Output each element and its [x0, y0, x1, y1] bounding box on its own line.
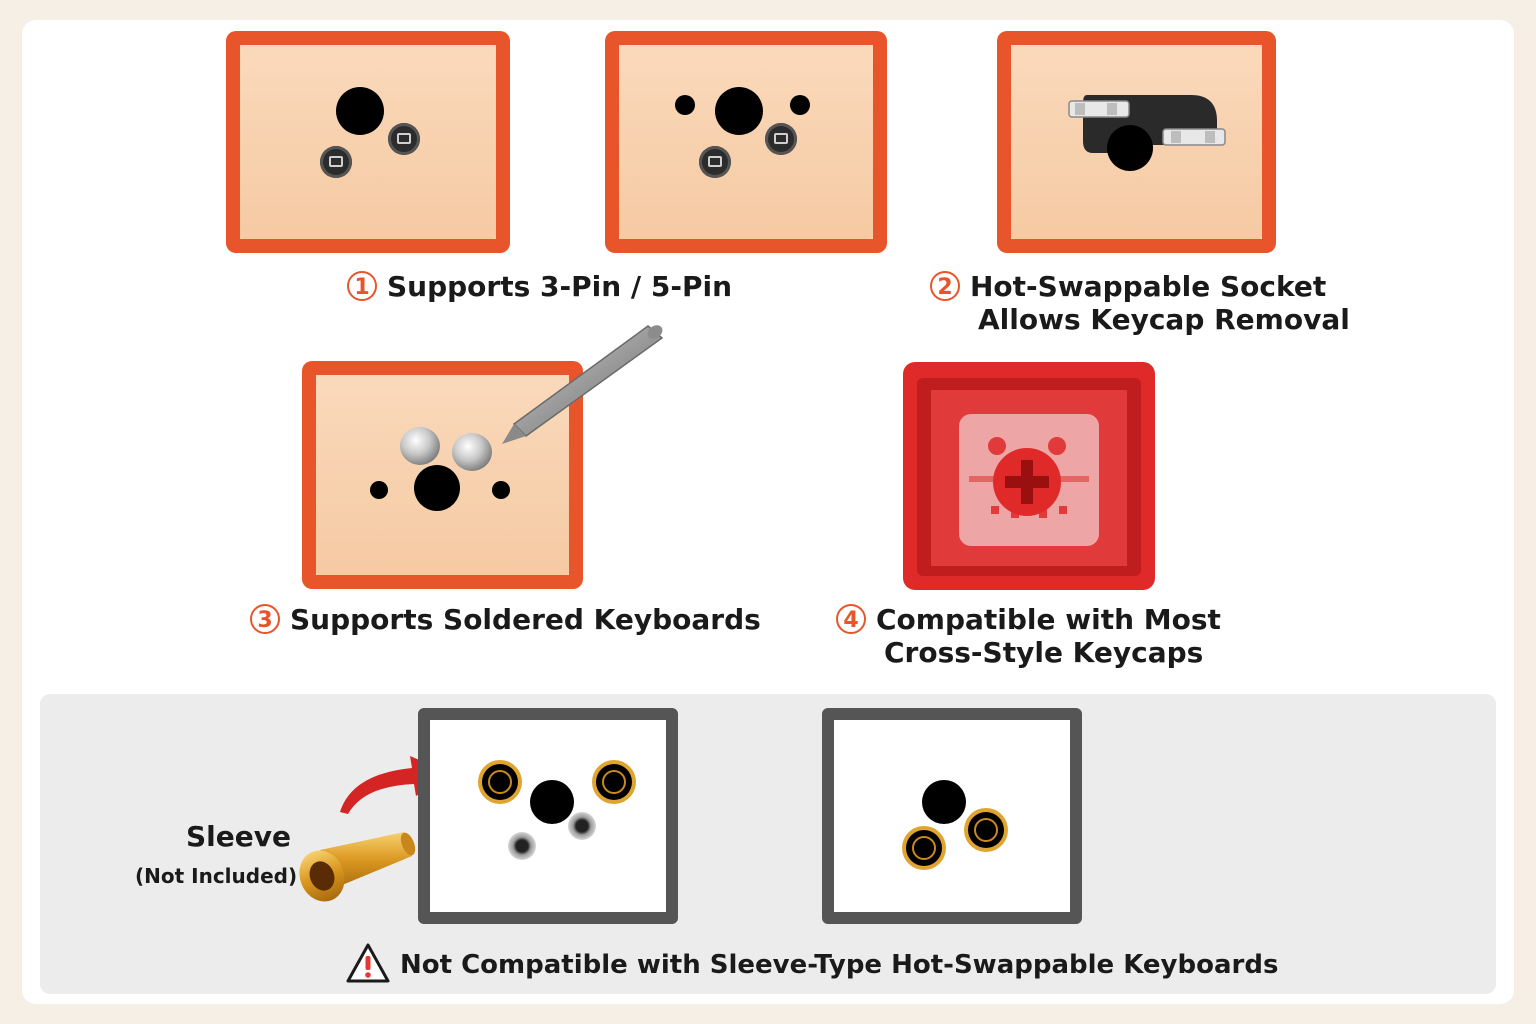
number-badge: 1 [347, 271, 377, 301]
pin-socket [699, 146, 731, 178]
tile-soldered [302, 361, 583, 589]
number-badge: 4 [836, 604, 866, 634]
sleeve-title: Sleeve [186, 820, 291, 853]
tile-sleeve-socket [418, 708, 678, 924]
brass-sleeve-hole [906, 830, 942, 866]
metal-pin-hole [508, 832, 536, 860]
pin-socket [765, 123, 797, 155]
incompatible-panel [40, 694, 1496, 994]
sleeve-note: (Not Included) [135, 864, 298, 888]
tile-5-pin [605, 31, 887, 253]
tile-sleeve-socket-3-pin [822, 708, 1082, 924]
pin-socket [388, 123, 420, 155]
metal-pin-hole [568, 812, 596, 840]
brass-sleeve-icon [299, 832, 416, 902]
stabilizer-hole [492, 481, 510, 499]
center-hole [414, 465, 460, 511]
stabilizer-hole [675, 95, 695, 115]
brass-sleeve-hole [482, 764, 518, 800]
pin-socket [320, 146, 352, 178]
number-badge: 2 [930, 271, 960, 301]
center-hole [336, 87, 384, 135]
solder-joint [452, 433, 492, 471]
center-hole [1107, 125, 1153, 171]
warning-text: Not Compatible with Sleeve-Type Hot-Swap… [400, 950, 1279, 980]
center-hole [715, 87, 763, 135]
number-badge: 3 [250, 604, 280, 634]
solder-joint [400, 427, 440, 465]
brass-sleeve-hole [968, 812, 1004, 848]
soldering-pen-icon [502, 325, 664, 444]
tile-hot-swap-socket [997, 31, 1276, 253]
cross-stem-icon [969, 437, 1089, 518]
tile-3-pin [226, 31, 510, 253]
center-hole [530, 780, 574, 824]
center-hole [922, 780, 966, 824]
stabilizer-hole [370, 481, 388, 499]
tile-cross-keycap [903, 362, 1155, 590]
stabilizer-hole [790, 95, 810, 115]
warning-triangle-icon [346, 943, 390, 983]
brass-sleeve-hole [596, 764, 632, 800]
